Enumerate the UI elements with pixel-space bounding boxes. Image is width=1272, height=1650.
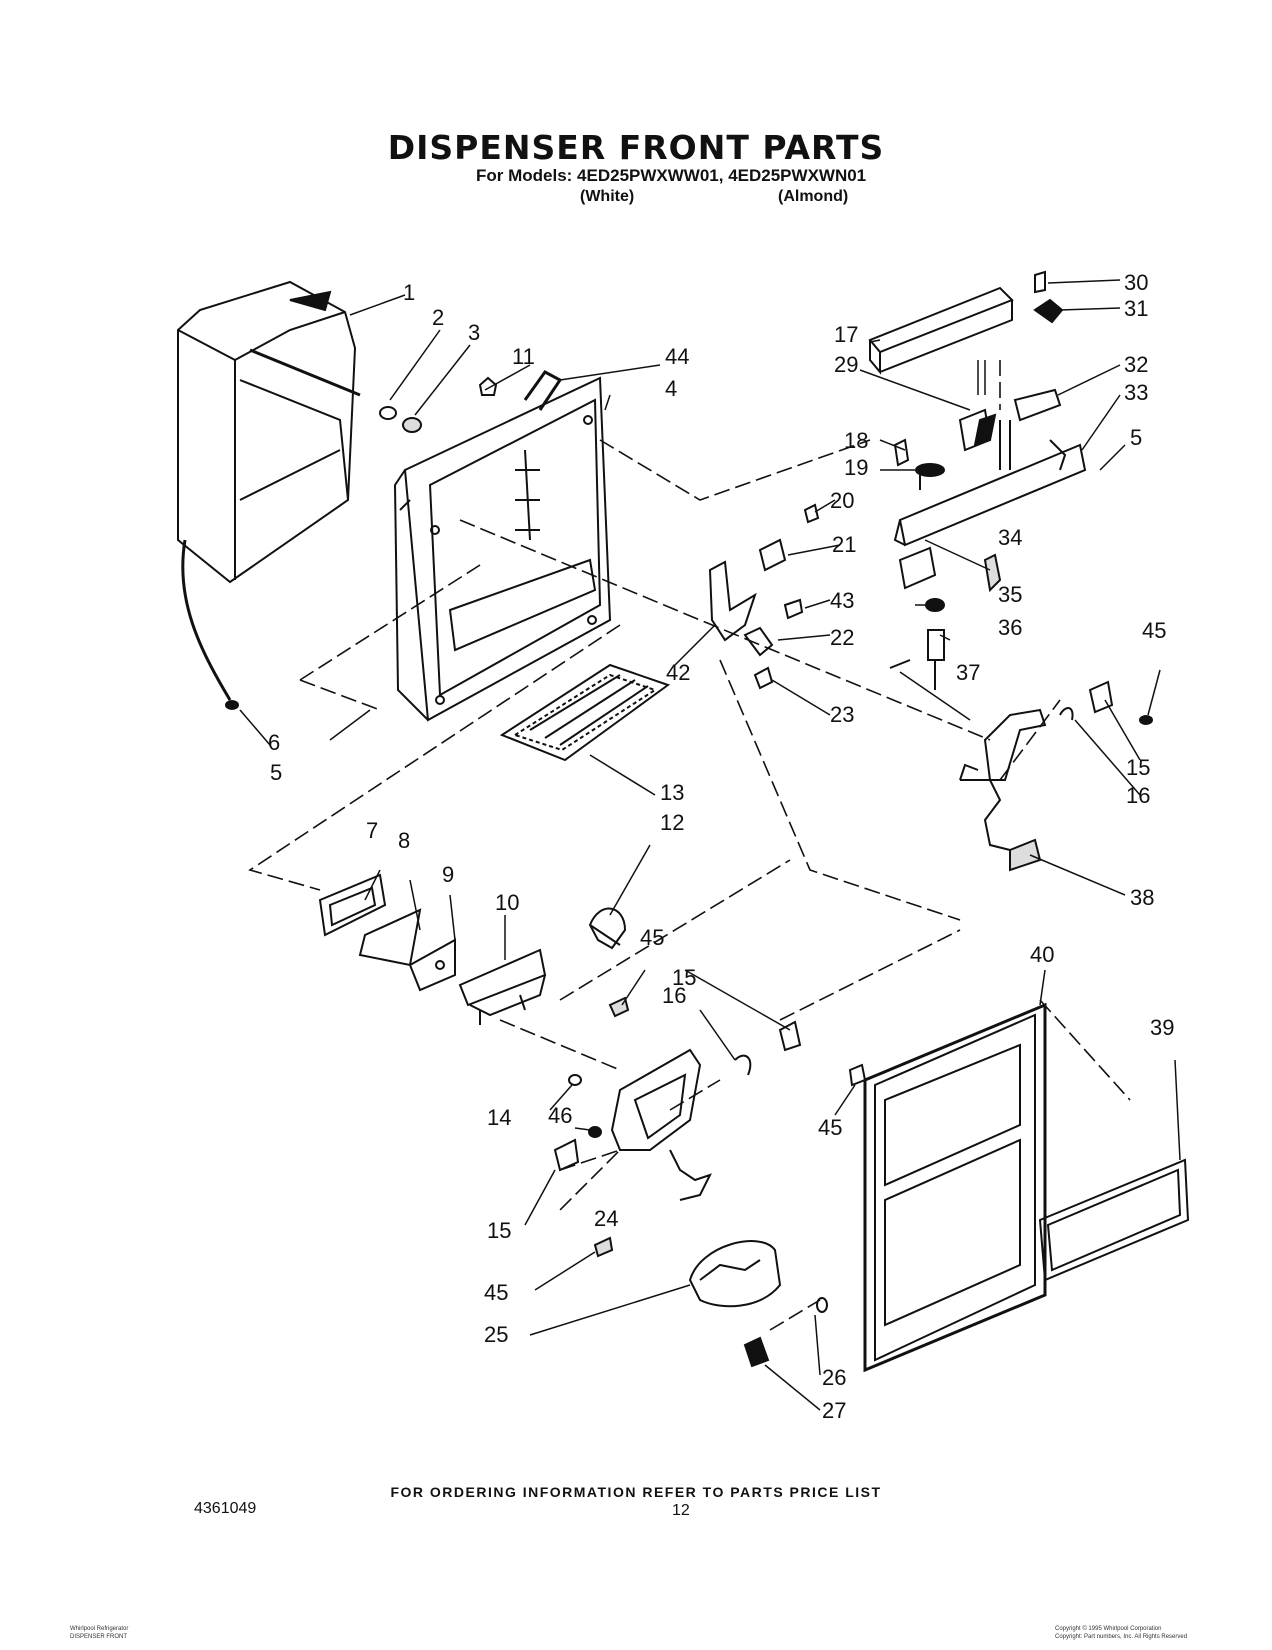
document-number: 4361049 (194, 1500, 257, 1517)
part-water-paddle (610, 1048, 712, 1201)
callout-2: 2 (432, 305, 444, 330)
models-line: For Models: 4ED25PWXWW01, 4ED25PWXWN01 (476, 166, 867, 185)
callout-18: 18 (844, 428, 868, 453)
callout-42: 42 (666, 660, 690, 685)
callout-33: 33 (1124, 380, 1148, 405)
callout-29: 29 (834, 352, 858, 377)
part-solenoid-stack (889, 553, 1002, 690)
ordering-note: FOR ORDERING INFORMATION REFER TO PARTS … (390, 1484, 882, 1500)
part-ice-paddle-arm (959, 708, 1047, 872)
callout-7: 7 (366, 818, 378, 843)
part-top-channel (868, 286, 1014, 375)
footer-small-left-1: Whirlpool Refrigerator (70, 1626, 129, 1632)
callout-25: 25 (484, 1322, 508, 1347)
callout-13: 13 (660, 780, 684, 805)
callout-3: 3 (468, 320, 480, 345)
callout-31: 31 (1124, 296, 1148, 321)
callout-17: 17 (834, 322, 858, 347)
callout-16a: 16 (662, 983, 686, 1008)
part-drip-tray (688, 1240, 782, 1308)
callout-15a: 15 (672, 965, 696, 990)
callout-21: 21 (832, 532, 856, 557)
part-bushings (379, 376, 498, 433)
callout-22: 22 (830, 625, 854, 650)
callout-46: 46 (548, 1103, 572, 1128)
callout-16b: 16 (1126, 783, 1150, 808)
callout-5b: 5 (270, 760, 282, 785)
part-ice-bin-housing (177, 280, 361, 710)
dashed-leader-lines (248, 360, 1131, 1331)
callout-26: 26 (822, 1365, 846, 1390)
page-title: DISPENSER FRONT PARTS (387, 128, 885, 167)
part-mounting-bracket (893, 360, 1087, 590)
part-lower-small-parts (553, 1074, 614, 1258)
part-switch-group (999, 270, 1064, 470)
footer-small-left-2: DISPENSER FRONT (70, 1634, 128, 1640)
callout-23: 23 (830, 702, 854, 727)
callout-35: 35 (998, 582, 1022, 607)
callout-24: 24 (594, 1206, 618, 1231)
part-screw-and-clip-lower (743, 1297, 828, 1368)
callout-1: 1 (403, 280, 415, 305)
color-white-label: (White) (580, 188, 635, 205)
callout-38: 38 (1130, 885, 1154, 910)
part-door-panel (863, 1002, 1047, 1373)
callout-32: 32 (1124, 352, 1148, 377)
callout-12: 12 (660, 810, 684, 835)
footer-small-right-2: Copyright: Part numbers, Inc. All Rights… (1055, 1634, 1188, 1640)
callout-labels: 1 2 3 4 5 5 6 7 8 9 10 11 12 13 14 15 15… (268, 270, 1174, 1423)
callout-15b: 15 (487, 1218, 511, 1243)
part-window-lens (1038, 1158, 1190, 1282)
part-bushing-spring-upper (1059, 680, 1153, 725)
part-dispenser-frame (393, 370, 612, 722)
callout-8: 8 (398, 828, 410, 853)
part-drip-grille (499, 663, 671, 762)
callout-43: 43 (830, 588, 854, 613)
callout-34: 34 (998, 525, 1022, 550)
callout-45d: 45 (484, 1280, 508, 1305)
callout-36: 36 (998, 615, 1022, 640)
callout-20: 20 (830, 488, 854, 513)
footer-small-right-1: Copyright © 1995 Whirlpool Corporation (1055, 1626, 1162, 1632)
callout-6: 6 (268, 730, 280, 755)
part-screws-middle (608, 996, 867, 1087)
part-lens-assembly (318, 873, 456, 992)
callout-44: 44 (665, 344, 689, 369)
callout-10: 10 (495, 890, 519, 915)
callout-15c: 15 (1126, 755, 1150, 780)
callout-45b: 45 (640, 925, 664, 950)
callout-5a: 5 (1130, 425, 1142, 450)
callout-40: 40 (1030, 942, 1054, 967)
part-clamp (588, 907, 627, 950)
part-screws-and-clip (758, 438, 945, 572)
part-lever-bracket (708, 560, 804, 690)
callout-45a: 45 (1142, 618, 1166, 643)
callout-19: 19 (844, 455, 868, 480)
page-number: 12 (672, 1502, 690, 1519)
callout-27: 27 (822, 1398, 846, 1423)
callout-45c: 45 (818, 1115, 842, 1140)
part-actuator-plate (458, 948, 547, 1025)
callout-37: 37 (956, 660, 980, 685)
callout-9: 9 (442, 862, 454, 887)
callout-11: 11 (512, 344, 535, 369)
color-almond-label: (Almond) (778, 188, 849, 205)
callout-14: 14 (487, 1105, 511, 1130)
callout-4: 4 (665, 376, 677, 401)
callout-30: 30 (1124, 270, 1148, 295)
callout-39: 39 (1150, 1015, 1174, 1040)
callout-leader-arrows (239, 279, 1181, 1411)
